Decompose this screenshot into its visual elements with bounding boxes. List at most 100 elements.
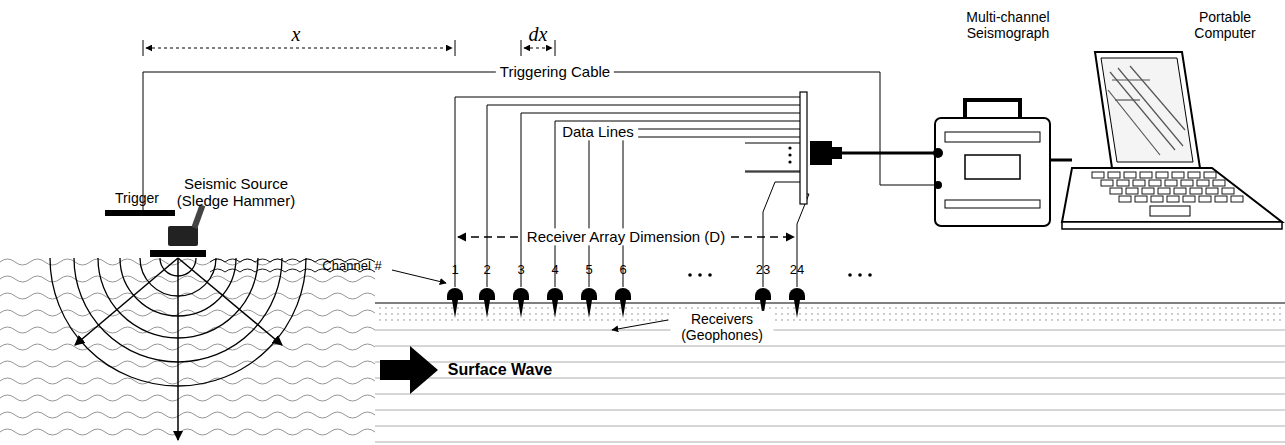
junction-plate [800, 92, 807, 204]
key [1197, 180, 1209, 186]
device-label: Portable Computer [1183, 9, 1268, 41]
leader-line [612, 320, 668, 330]
wave-line [0, 378, 375, 384]
main-cable [842, 152, 935, 155]
key [1126, 188, 1138, 194]
data-lines [455, 97, 809, 287]
connector-plug [810, 141, 832, 165]
ground-surface [375, 302, 1285, 303]
device-label: Multi-channel Seismograph [951, 9, 1066, 41]
geophone-spike [620, 300, 626, 318]
key [1213, 180, 1225, 186]
key [1151, 196, 1163, 202]
geophone-spike [484, 300, 490, 318]
dimension-label: x [292, 23, 301, 46]
key [1165, 180, 1177, 186]
key [1101, 180, 1113, 186]
channel-number: 23 [756, 263, 770, 278]
channel-number: 3 [517, 263, 524, 278]
data-line [455, 97, 800, 287]
wave-lines [0, 259, 375, 435]
key [1119, 196, 1131, 202]
leader-line [392, 270, 446, 283]
geophone [513, 288, 529, 296]
soil-layers [375, 330, 1285, 442]
geophone-base [547, 296, 563, 300]
data-line [487, 105, 800, 287]
part-label: Seismic Source (Sledge Hammer) [166, 175, 306, 210]
geophone [581, 288, 597, 296]
geophone-base [447, 296, 463, 300]
ray-arrow [75, 258, 178, 345]
key [1222, 188, 1234, 194]
key [1108, 172, 1120, 178]
key [1172, 172, 1184, 178]
continuation-dots [688, 273, 872, 277]
key [1167, 196, 1179, 202]
cable-label: Data Lines [558, 123, 638, 140]
wave-line [0, 344, 375, 350]
key [1188, 172, 1200, 178]
connector-plug [832, 147, 842, 159]
ground [375, 303, 1285, 445]
data-line [745, 143, 800, 144]
surface-wave-arrow [380, 346, 438, 394]
wave-line [0, 429, 375, 435]
key [1110, 188, 1122, 194]
part-label: Receivers (Geophones) [671, 311, 774, 343]
wave-line [0, 412, 375, 418]
channel-number: 5 [585, 263, 592, 278]
soil-dots [375, 303, 1285, 325]
geophone-spike [518, 300, 524, 318]
geophone-base [479, 296, 495, 300]
channel-number: 6 [619, 263, 626, 278]
geophone [547, 288, 563, 296]
layer-line [375, 426, 1285, 427]
key [1149, 180, 1161, 186]
geophone [447, 288, 463, 296]
layer-line [375, 330, 1285, 331]
wave-label: Surface Wave [448, 361, 552, 379]
data-line [745, 171, 800, 172]
key [1206, 188, 1218, 194]
geophone [479, 288, 495, 296]
geophone [755, 288, 771, 296]
ray-arrow [177, 258, 179, 440]
key [1199, 196, 1211, 202]
data-line [623, 137, 800, 287]
wave-line [0, 327, 375, 333]
key [1156, 172, 1168, 178]
channel-number: 1 [451, 263, 458, 278]
key [1117, 180, 1129, 186]
ray-arrow [178, 258, 282, 345]
key [1124, 172, 1136, 178]
data-line [521, 113, 800, 287]
computer-cable [1050, 159, 1072, 162]
wave-line [0, 259, 375, 265]
geophone [789, 288, 805, 296]
strike-plate [150, 250, 206, 257]
layer-line [375, 410, 1285, 411]
key [1215, 196, 1227, 202]
key [1204, 172, 1216, 178]
part-label: Trigger [115, 190, 159, 206]
key [1140, 172, 1152, 178]
channel-number: 4 [551, 263, 558, 278]
geophone-spike [794, 300, 800, 318]
data-line [589, 129, 800, 287]
hammer-head [168, 226, 198, 246]
dimension-x [143, 40, 555, 56]
part-label: Channel # [322, 259, 381, 274]
laptop [1062, 52, 1282, 229]
key [1092, 172, 1104, 178]
trigger-bar [105, 210, 175, 216]
key [1133, 180, 1145, 186]
channel-number: 24 [790, 263, 804, 278]
key [1174, 188, 1186, 194]
key [1181, 180, 1193, 186]
key [1135, 196, 1147, 202]
channel-number: 2 [483, 263, 490, 278]
layer-line [375, 346, 1285, 347]
